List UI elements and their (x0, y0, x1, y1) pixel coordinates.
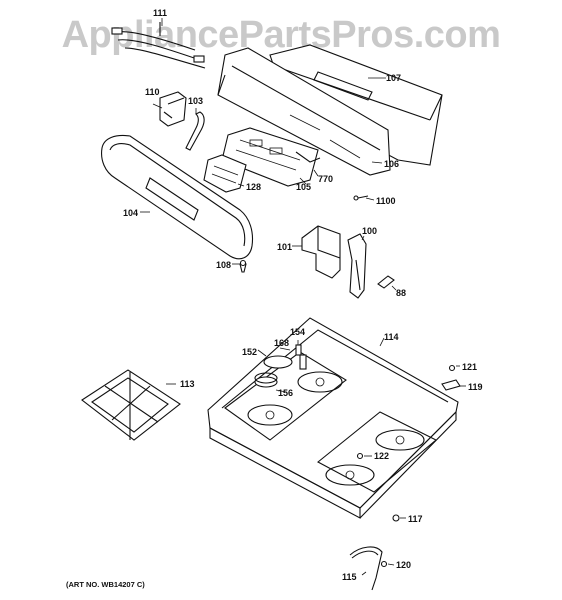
part-labels: 111 107 110 103 106 128 105 770 104 1100… (123, 8, 483, 582)
label-119: 119 (468, 382, 483, 392)
label-104: 104 (123, 208, 138, 218)
label-152: 152 (242, 347, 257, 357)
label-107: 107 (386, 73, 401, 83)
part-101-bracket (301, 225, 341, 279)
part-1100-screw (353, 195, 369, 201)
label-105: 105 (296, 182, 311, 192)
label-113: 113 (180, 379, 195, 389)
part-156-burner-head (254, 372, 278, 388)
art-number: (ART NO. WB14207 C) (66, 580, 145, 589)
label-154: 154 (290, 327, 305, 337)
label-103: 103 (188, 96, 203, 106)
label-122: 122 (374, 451, 389, 461)
part-104-control-panel (101, 134, 254, 260)
label-120: 120 (396, 560, 411, 570)
part-120-clip (380, 560, 388, 568)
part-121-screw (448, 364, 456, 372)
part-108-screw (239, 259, 247, 273)
label-1100: 1100 (376, 196, 396, 206)
part-154-igniter (299, 354, 307, 370)
part-110-switch (159, 91, 187, 127)
label-770: 770 (318, 174, 333, 184)
part-128-touchpad (203, 154, 247, 193)
label-114: 114 (384, 332, 399, 342)
label-110: 110 (145, 87, 160, 97)
part-100-support (347, 233, 367, 299)
label-117: 117 (408, 514, 423, 524)
label-128: 128 (246, 182, 261, 192)
label-111: 111 (153, 8, 167, 18)
label-88: 88 (396, 288, 406, 298)
label-108: 108 (216, 260, 231, 270)
part-113-grate (81, 369, 181, 441)
part-770-cable (295, 151, 321, 163)
leader-lines (140, 18, 466, 576)
part-106-backsplash-front (217, 47, 391, 176)
label-101: 101 (277, 242, 292, 252)
part-152-burner-cap (263, 355, 293, 369)
label-115: 115 (342, 572, 357, 582)
label-106: 106 (384, 159, 399, 169)
part-115-tube (349, 546, 383, 591)
part-168-orifice (295, 344, 302, 356)
label-100: 100 (362, 226, 377, 236)
part-103-bracket (185, 111, 205, 151)
part-111-wire-harness (111, 22, 206, 69)
part-122-spark (356, 452, 364, 460)
part-88-clip (377, 275, 395, 289)
part-119-bracket (441, 379, 461, 391)
part-117-grommet (392, 514, 400, 522)
label-168: 168 (274, 338, 289, 348)
label-121: 121 (462, 362, 477, 372)
label-156: 156 (278, 388, 293, 398)
